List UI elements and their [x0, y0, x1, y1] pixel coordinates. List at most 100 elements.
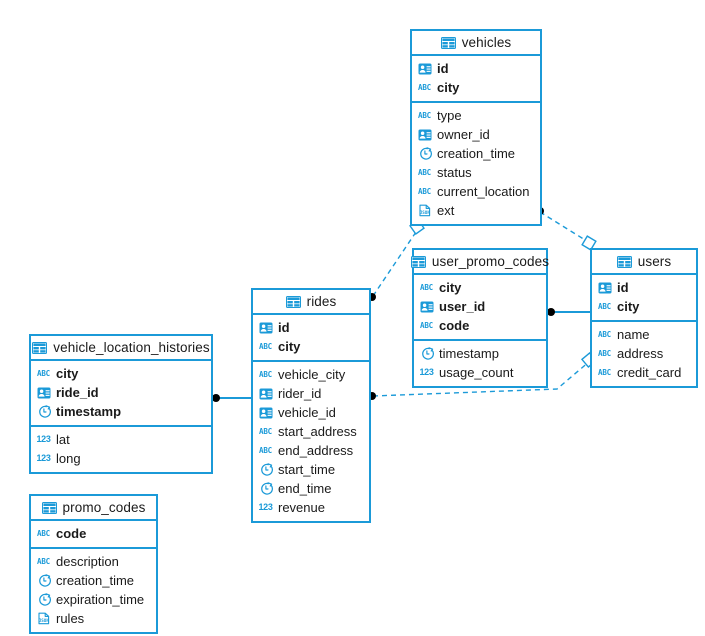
field-row-timestamp[interactable]: timestamp: [31, 402, 211, 421]
json-icon: JSON: [36, 612, 51, 625]
field-label: current_location: [437, 184, 530, 199]
field-label: id: [437, 61, 449, 76]
entity-title: users: [637, 254, 672, 269]
field-label: status: [437, 165, 472, 180]
entity-header-rides[interactable]: rides: [253, 290, 369, 315]
entity-header-promo_codes[interactable]: promo_codes: [31, 496, 156, 521]
123-icon: 123: [419, 367, 434, 377]
entity-title: rides: [306, 294, 337, 309]
field-label: rider_id: [278, 386, 322, 401]
field-row-start_time[interactable]: start_time: [253, 460, 369, 479]
relationship-rel-vlh-rides[interactable]: [212, 394, 251, 402]
entity-title: promo_codes: [62, 500, 146, 515]
key-id-icon: [597, 281, 612, 294]
field-label: timestamp: [56, 404, 122, 419]
field-label: lat: [56, 432, 70, 447]
123-icon: 123: [258, 502, 273, 512]
field-row-creation_time[interactable]: creation_time: [31, 571, 156, 590]
field-row-code[interactable]: ABC code: [414, 316, 546, 335]
field-label: name: [617, 327, 650, 342]
field-row-end_time[interactable]: end_time: [253, 479, 369, 498]
abc-icon: ABC: [259, 341, 272, 351]
field-label: type: [437, 108, 462, 123]
entity-header-users[interactable]: users: [592, 250, 696, 275]
svg-text:JSON: JSON: [419, 210, 430, 215]
abc-icon: ABC: [598, 367, 611, 377]
entity-header-vehicles[interactable]: vehicles: [412, 31, 540, 56]
field-row-creation_time[interactable]: creation_time: [412, 144, 540, 163]
entity-header-vehicle_location_histories[interactable]: vehicle_location_histories: [31, 336, 211, 361]
field-row-expiration_time[interactable]: expiration_time: [31, 590, 156, 609]
entity-title: user_promo_codes: [431, 254, 550, 269]
field-row-id[interactable]: id: [592, 278, 696, 297]
field-label: timestamp: [439, 346, 499, 361]
table-icon: [32, 341, 48, 354]
field-label: start_address: [278, 424, 357, 439]
table-icon: [440, 36, 456, 49]
relationship-rel-upc-users[interactable]: [547, 308, 590, 316]
field-row-rider_id[interactable]: rider_id: [253, 384, 369, 403]
123-icon: 123: [36, 434, 51, 444]
field-row-ride_id[interactable]: ride_id: [31, 383, 211, 402]
field-label: end_address: [278, 443, 354, 458]
field-row-owner_id[interactable]: owner_id: [412, 125, 540, 144]
abc-icon: ABC: [418, 186, 431, 196]
entity-title: vehicle_location_histories: [53, 340, 210, 355]
field-label: code: [439, 318, 470, 333]
cardinality-one-marker: [581, 235, 597, 251]
table-icon: [285, 295, 301, 308]
field-label: creation_time: [56, 573, 135, 588]
field-row-vehicle_id[interactable]: vehicle_id: [253, 403, 369, 422]
field-label: city: [278, 339, 301, 354]
clock-icon: [36, 405, 51, 418]
clock-icon: [417, 147, 432, 160]
field-row-id[interactable]: id: [253, 318, 369, 337]
entity-header-user_promo_codes[interactable]: user_promo_codes: [410, 250, 550, 275]
key-id-icon: [36, 386, 51, 399]
abc-icon: ABC: [37, 528, 50, 538]
clock-icon: [419, 347, 434, 360]
field-row-user_id[interactable]: user_id: [414, 297, 546, 316]
field-label: id: [617, 280, 629, 295]
field-row-id[interactable]: id: [412, 59, 540, 78]
field-label: ride_id: [56, 385, 99, 400]
abc-icon: ABC: [420, 320, 433, 330]
field-label: start_time: [278, 462, 336, 477]
abc-icon: ABC: [37, 556, 50, 566]
cardinality-many-marker: [212, 394, 220, 402]
relationship-rel-vehicles-users[interactable]: [536, 207, 597, 251]
field-row-city[interactable]: ABC city: [253, 337, 369, 356]
field-row-lat[interactable]: 123 lat: [31, 430, 211, 449]
field-row-timestamp[interactable]: timestamp: [414, 344, 546, 363]
key-id-icon: [258, 387, 273, 400]
field-row-current_location[interactable]: ABC current_location: [412, 182, 540, 201]
